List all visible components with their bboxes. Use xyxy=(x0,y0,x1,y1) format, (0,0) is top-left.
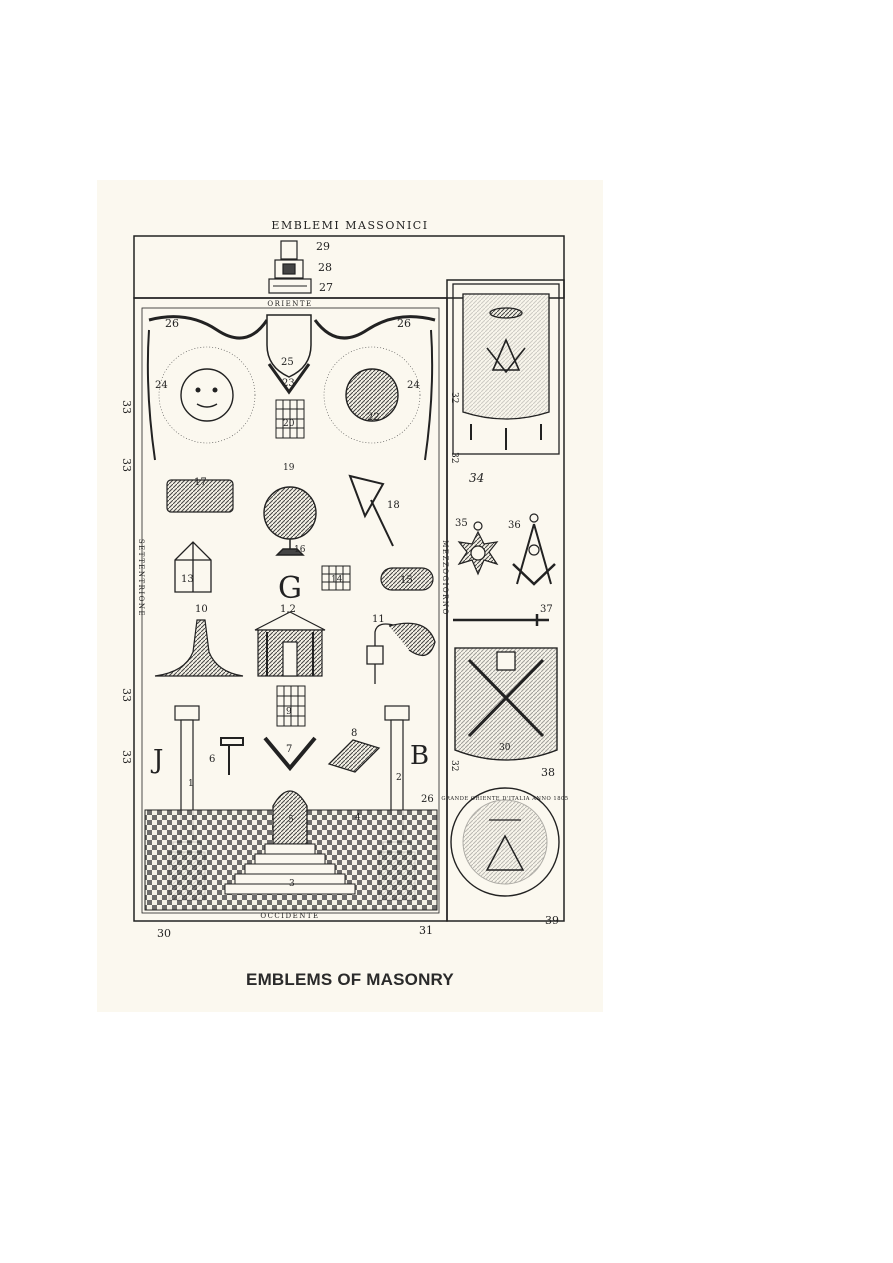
lodge-banner xyxy=(452,283,560,455)
side-panel-frame xyxy=(446,279,565,922)
label-17: 17 xyxy=(194,477,207,488)
apron-38 xyxy=(454,647,558,761)
plate-heading: EMBLEMI MASSONICI xyxy=(271,219,428,232)
letter-g: G xyxy=(278,571,302,606)
mountain-10 xyxy=(154,619,244,677)
label-32-b: 32 xyxy=(449,452,459,463)
letter-b: B xyxy=(410,741,429,771)
book-8 xyxy=(327,739,381,773)
temple-emblem xyxy=(254,611,326,677)
label-27: 27 xyxy=(319,281,333,294)
label-30-apron: 30 xyxy=(499,743,511,753)
tracing-board-9 xyxy=(276,685,306,727)
label-24-left: 24 xyxy=(155,380,168,391)
label-38: 38 xyxy=(541,766,555,779)
label-29: 29 xyxy=(316,240,330,253)
label-9: 9 xyxy=(286,707,292,717)
label-25: 25 xyxy=(281,357,294,368)
label-26-floor: 26 xyxy=(421,794,434,805)
label-11: 11 xyxy=(372,614,385,625)
left-cord xyxy=(146,329,156,461)
tracing-board-20 xyxy=(275,399,305,439)
label-6: 6 xyxy=(209,754,215,765)
label-2: 2 xyxy=(396,773,402,783)
plate-caption: EMBLEMS OF MASONRY xyxy=(246,970,454,989)
label-1: 1 xyxy=(188,779,194,789)
label-1-2: 1,2 xyxy=(280,604,296,615)
plumb-and-rope-11 xyxy=(366,622,436,684)
label-30: 30 xyxy=(157,927,171,940)
label-16: 16 xyxy=(294,545,306,555)
label-7: 7 xyxy=(286,744,292,755)
label-south: MEZZOGIORNO xyxy=(441,540,449,615)
star-jewel-35 xyxy=(457,521,499,576)
margin-label-33d: 33 xyxy=(120,750,133,764)
label-39: 39 xyxy=(545,914,559,927)
label-20: 20 xyxy=(283,419,295,429)
label-34: 34 xyxy=(469,471,484,485)
arched-door xyxy=(272,790,308,845)
rough-ashlar-17 xyxy=(166,479,234,513)
square-7 xyxy=(263,736,317,772)
square-compass-jewel-36 xyxy=(512,513,556,586)
seal-inscription: GRANDE ORIENTE D'ITALIA ANNO 1805 xyxy=(441,796,568,802)
sword-37 xyxy=(453,614,549,626)
label-22: 22 xyxy=(367,412,380,423)
label-31: 31 xyxy=(419,924,433,937)
right-cord xyxy=(424,329,434,461)
label-10: 10 xyxy=(195,604,208,615)
label-32-a: 32 xyxy=(449,392,459,403)
label-18: 18 xyxy=(387,500,400,511)
label-15: 15 xyxy=(400,575,413,586)
grand-orient-seal xyxy=(450,787,560,897)
canopy-drapery xyxy=(148,315,436,340)
label-28: 28 xyxy=(318,261,332,274)
label-5: 5 xyxy=(288,815,294,825)
ark-emblem xyxy=(268,240,312,294)
label-14: 14 xyxy=(331,575,343,585)
perfect-ashlar-15 xyxy=(380,567,434,591)
label-35: 35 xyxy=(455,518,468,529)
trowel-18 xyxy=(348,474,394,547)
margin-label-33b: 33 xyxy=(120,458,133,472)
margin-label-33a: 33 xyxy=(120,400,133,414)
main-panel-inner-frame xyxy=(141,307,440,914)
tracing-board-14 xyxy=(321,565,351,591)
sun-emblem-left xyxy=(158,346,256,444)
label-3: 3 xyxy=(289,879,295,889)
shield-emblem xyxy=(266,314,312,378)
emblems-plate-illustration: EMBLEMI MASSONICI 29 28 27 ORIENTE OCCID… xyxy=(120,219,568,940)
margin-label-33c: 33 xyxy=(120,688,133,702)
gavel-6 xyxy=(220,737,244,775)
moon-emblem-right xyxy=(323,346,421,444)
label-26-left: 26 xyxy=(165,317,179,330)
letter-j: J xyxy=(150,745,163,775)
label-east: ORIENTE xyxy=(267,300,312,308)
stairs-3 xyxy=(224,843,356,895)
label-13: 13 xyxy=(181,574,194,585)
label-37: 37 xyxy=(540,604,553,615)
compass-23 xyxy=(267,363,311,395)
label-west: OCCIDENTE xyxy=(260,912,319,920)
label-26-right: 26 xyxy=(397,317,411,330)
label-north: SETTENTRIONE xyxy=(137,539,145,617)
label-24-right: 24 xyxy=(407,380,420,391)
scanned-plate: EMBLEMI MASSONICI 29 28 27 ORIENTE OCCID… xyxy=(97,180,603,1012)
label-19: 19 xyxy=(283,463,295,473)
globe-16 xyxy=(263,486,317,556)
label-8: 8 xyxy=(351,728,357,739)
label-36: 36 xyxy=(508,520,521,531)
top-frame xyxy=(133,235,565,299)
label-32-c: 32 xyxy=(449,760,459,771)
label-23: 23 xyxy=(282,378,295,389)
label-4: 4 xyxy=(355,813,361,823)
cubic-stone-13 xyxy=(174,541,212,593)
